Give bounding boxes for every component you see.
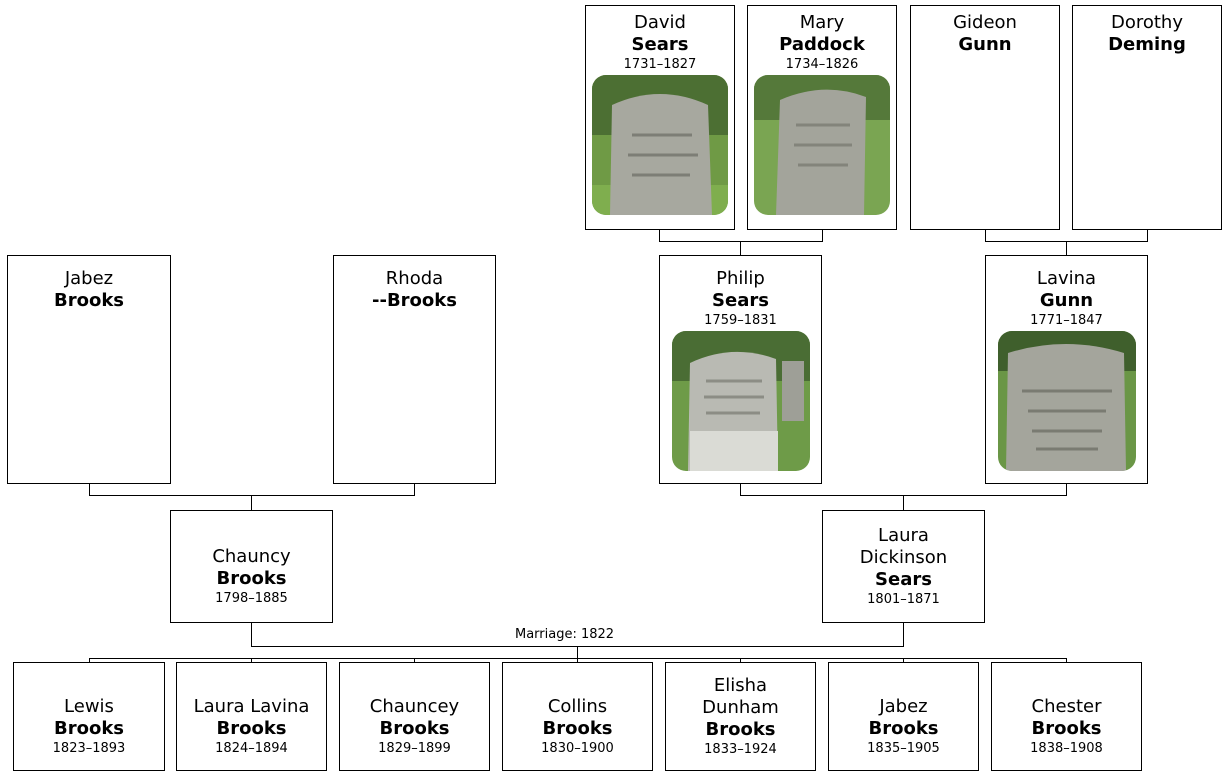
life-dates: 1798–1885 [215, 591, 288, 606]
person-chauncy-brooks[interactable]: Chauncy Brooks 1798–1885 [170, 510, 333, 623]
person-jabez-brooks[interactable]: Jabez Brooks [7, 255, 171, 484]
connector-line [89, 483, 90, 495]
last-name: Brooks [379, 718, 450, 739]
child-collins-brooks[interactable]: Collins Brooks 1830–1900 [502, 662, 653, 771]
life-dates: 1801–1871 [867, 592, 940, 607]
last-name: Sears [712, 290, 769, 311]
person-philip-sears[interactable]: Philip Sears 1759–1831 [659, 255, 822, 484]
connector-line [903, 495, 904, 510]
connector-line [740, 483, 741, 495]
person-gideon-gunn[interactable]: Gideon Gunn [910, 5, 1060, 230]
connector-line [1147, 229, 1148, 241]
person-laura-sears[interactable]: Laura Dickinson Sears 1801–1871 [822, 510, 985, 623]
connector-line [577, 646, 578, 658]
first-name: Jabez [879, 696, 928, 717]
last-name: Sears [631, 34, 689, 55]
last-name: Gunn [958, 34, 1012, 55]
children-line [89, 658, 1067, 659]
child-elisha-dunham-brooks[interactable]: Elisha Dunham Brooks 1833–1924 [665, 662, 816, 771]
last-name: Paddock [779, 34, 865, 55]
first-name: Lavina [1036, 268, 1097, 289]
connector-line [577, 658, 578, 663]
last-name: Gunn [1039, 290, 1094, 311]
connector-line [659, 229, 660, 241]
life-dates: 1734–1826 [785, 57, 859, 72]
last-name: Brooks [53, 718, 124, 739]
life-dates: 1824–1894 [215, 741, 288, 756]
life-dates: 1833–1924 [704, 742, 777, 757]
first-name: Rhoda [385, 268, 444, 289]
first-name: Laura [878, 525, 929, 546]
last-name: Brooks [868, 718, 939, 739]
connector-line [251, 495, 252, 510]
gravestone-photo [671, 331, 810, 471]
first-name: Chauncy [212, 546, 291, 567]
last-name: Sears [875, 569, 932, 590]
connector-line [659, 241, 823, 242]
last-name: Deming [1108, 34, 1186, 55]
middle-name: Dickinson [859, 547, 948, 568]
first-name: Jabez [64, 268, 114, 289]
child-lewis-brooks[interactable]: Lewis Brooks 1823–1893 [13, 662, 165, 771]
gravestone-photo [997, 331, 1136, 471]
middle-name: Dunham [702, 697, 779, 718]
connector-line [903, 622, 904, 647]
connector-line [740, 658, 741, 663]
life-dates: 1838–1908 [1030, 741, 1103, 756]
connector-line [740, 241, 741, 255]
connector-line [903, 658, 904, 663]
first-name: Philip [716, 268, 765, 289]
connector-line [414, 658, 415, 663]
first-name: David [634, 12, 686, 33]
last-name: Brooks [1031, 718, 1102, 739]
person-rhoda-brooks[interactable]: Rhoda --Brooks [333, 255, 496, 484]
first-name: Collins [547, 696, 608, 717]
last-name: Brooks [705, 719, 776, 740]
person-mary-paddock[interactable]: Mary Paddock 1734–1826 [747, 5, 897, 230]
connector-line [89, 658, 90, 663]
first-name: Chauncey [369, 696, 460, 717]
last-name: Brooks [216, 718, 287, 739]
person-dorothy-deming[interactable]: Dorothy Deming [1072, 5, 1222, 230]
life-dates: 1830–1900 [541, 741, 614, 756]
first-name: Mary [799, 12, 845, 33]
gravestone-photo [592, 75, 728, 215]
connector-line [251, 622, 252, 647]
life-dates: 1759–1831 [704, 313, 777, 328]
first-name: Laura Lavina [193, 696, 310, 717]
last-name: --Brooks [372, 290, 457, 311]
life-dates: 1829–1899 [378, 741, 451, 756]
connector-line [1066, 241, 1067, 255]
first-name: Chester [1031, 696, 1102, 717]
first-name: Dorothy [1110, 12, 1183, 33]
first-name: Lewis [64, 696, 114, 717]
person-david-sears[interactable]: David Sears 1731–1827 [585, 5, 735, 230]
person-lavina-gunn[interactable]: Lavina Gunn 1771–1847 [985, 255, 1148, 484]
first-name: Gideon [953, 12, 1017, 33]
life-dates: 1771–1847 [1030, 313, 1103, 328]
marriage-label: Marriage: 1822 [513, 627, 617, 642]
child-chauncey-brooks[interactable]: Chauncey Brooks 1829–1899 [339, 662, 490, 771]
connector-line [89, 495, 415, 496]
child-laura-lavina-brooks[interactable]: Laura Lavina Brooks 1824–1894 [176, 662, 327, 771]
connector-line [1066, 658, 1067, 663]
connector-line [251, 658, 252, 663]
life-dates: 1823–1893 [52, 741, 126, 756]
connector-line [1066, 483, 1067, 495]
connector-line [414, 483, 415, 495]
life-dates: 1731–1827 [623, 57, 697, 72]
last-name: Brooks [542, 718, 613, 739]
first-name: Elisha [713, 675, 768, 696]
connector-line [985, 229, 986, 241]
last-name: Brooks [53, 290, 124, 311]
last-name: Brooks [216, 568, 287, 589]
life-dates: 1835–1905 [867, 741, 940, 756]
child-jabez-brooks[interactable]: Jabez Brooks 1835–1905 [828, 662, 979, 771]
connector-line [822, 229, 823, 241]
gravestone-photo [754, 75, 890, 215]
child-chester-brooks[interactable]: Chester Brooks 1838–1908 [991, 662, 1142, 771]
